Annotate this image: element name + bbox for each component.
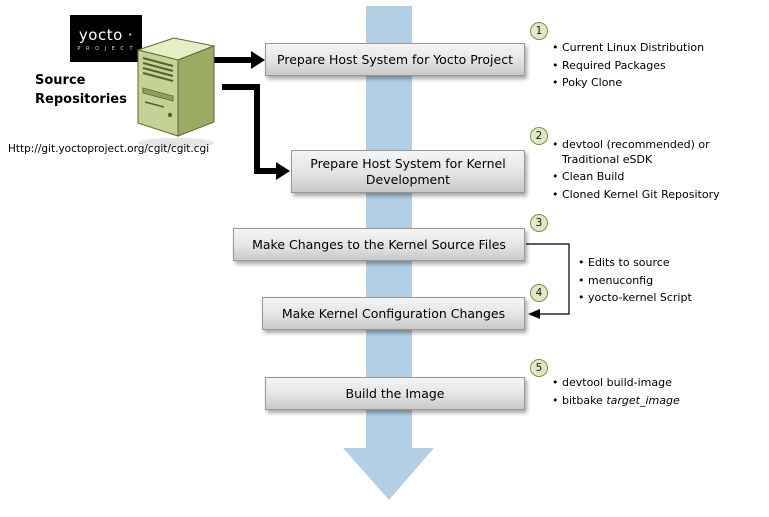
- bullet-item: menuconfig: [577, 274, 747, 289]
- source-repo-server: [130, 33, 222, 153]
- repo-url: Http://git.yoctoproject.org/cgit/cgit.cg…: [8, 143, 210, 155]
- step-box-3: Make Changes to the Kernel Source Files: [233, 228, 525, 261]
- step-box-2: Prepare Host System for Kernel Developme…: [291, 150, 525, 193]
- yocto-logo: yocto· P R O J E C T: [70, 15, 142, 62]
- arrow-to-step2: [222, 84, 290, 180]
- bullet-item: Cloned Kernel Git Repository: [551, 188, 756, 203]
- step-box-1: Prepare Host System for Yocto Project: [265, 43, 525, 76]
- bullet-text-prefix: bitbake: [562, 393, 607, 407]
- bullet-text-italic: target_image: [606, 393, 680, 407]
- bullet-item: Clean Build: [551, 170, 756, 185]
- server-icon: [136, 37, 216, 148]
- logo-wordmark: yocto·: [79, 26, 133, 44]
- bullet-item: Edits to source: [577, 256, 747, 271]
- step-box-5: Build the Image: [265, 377, 525, 410]
- step-number-2: 2: [530, 127, 548, 145]
- bullet-item: bitbake target_image: [551, 394, 756, 409]
- bracket-steps-3-4: [526, 243, 570, 319]
- bullet-item: devtool build-image: [551, 376, 756, 391]
- bullet-item: Poky Clone: [551, 76, 769, 91]
- bullet-item: Current Linux Distribution: [551, 41, 769, 56]
- step-number-4: 4: [530, 284, 548, 302]
- logo-dot: ·: [127, 25, 134, 44]
- step-box-4: Make Kernel Configuration Changes: [262, 297, 525, 330]
- logo-subtext: P R O J E C T: [77, 45, 135, 52]
- source-repositories-label: Source Repositories: [35, 73, 127, 107]
- step1-bullets: Current Linux Distribution Required Pack…: [551, 41, 769, 94]
- step2-bullets: devtool (recommended) or Traditional eSD…: [551, 138, 756, 205]
- step5-bullets: devtool build-image bitbake target_image: [551, 376, 756, 411]
- step-number-5: 5: [530, 359, 548, 377]
- logo-text: yocto: [78, 25, 123, 44]
- step-number-3: 3: [530, 214, 548, 232]
- steps3-4-shared-bullets: Edits to source menuconfig yocto-kernel …: [577, 256, 747, 309]
- bullet-item: Required Packages: [551, 59, 769, 74]
- step-number-1: 1: [530, 22, 548, 40]
- bullet-item: yocto-kernel Script: [577, 291, 747, 306]
- arrow-to-step1: [214, 51, 265, 69]
- bullet-item: devtool (recommended) or Traditional eSD…: [551, 138, 756, 167]
